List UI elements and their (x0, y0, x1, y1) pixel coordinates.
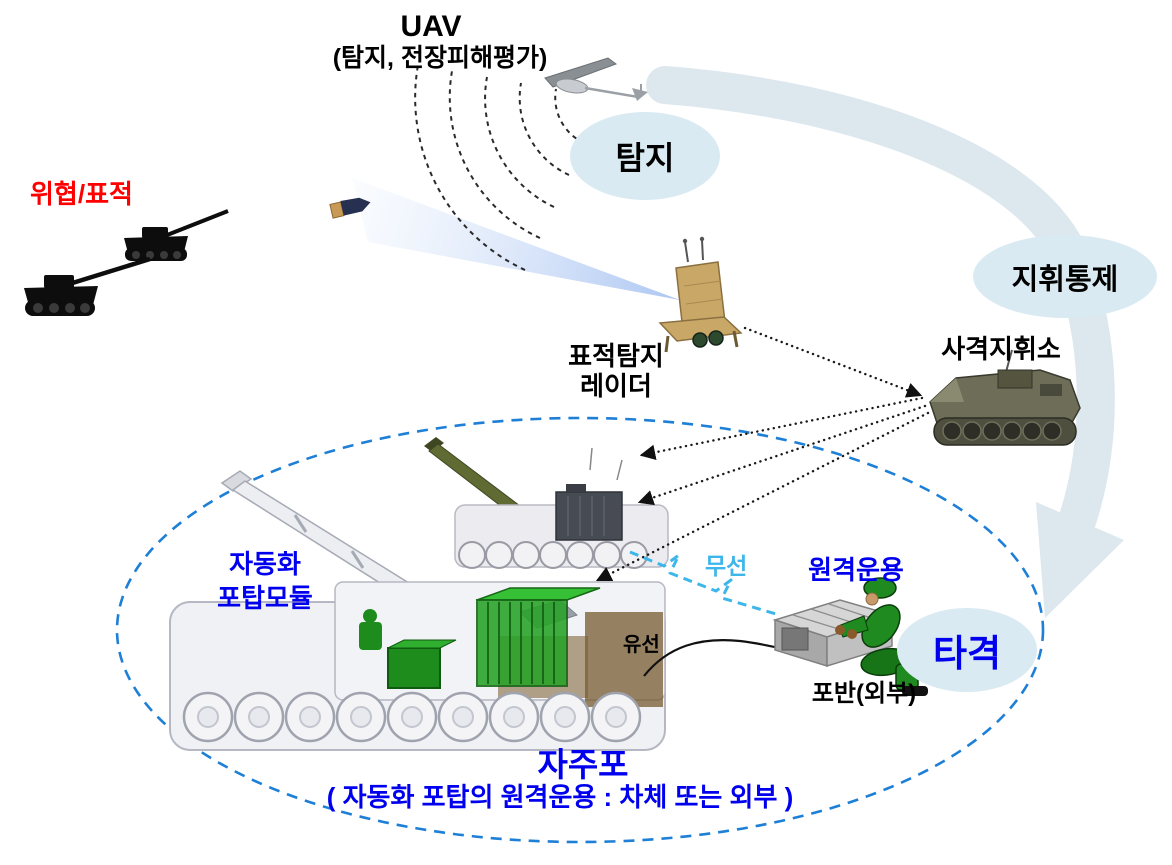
radar-beam (352, 178, 680, 300)
wireless-label: 무선 (705, 553, 748, 579)
threat-label: 위협/표적 (30, 179, 133, 209)
soldier-icon (835, 577, 928, 696)
remote-operation-label: 원격운용 (808, 555, 904, 585)
uav-subtitle: (탐지, 전장피해평가) (332, 44, 548, 72)
command-link-lines (595, 326, 930, 582)
spg-subtitle: ( 자동화 포탑의 원격운용 : 차체 또는 외부 ) (326, 782, 794, 812)
detect-bubble: 탐지 (570, 112, 720, 200)
wired-link-line (643, 639, 782, 677)
wired-label: 유선 (623, 634, 660, 656)
fdc-label: 사격지휘소 (941, 334, 1061, 364)
howitzer-top-icon (424, 437, 669, 569)
howitzer-main-icon (169, 470, 666, 751)
command-control-bubble: 지휘통제 (973, 235, 1157, 318)
radar-label: 표적탐지 레이더 (568, 341, 664, 401)
spg-title: 자주포 (537, 746, 629, 783)
radar-icon (658, 236, 743, 353)
fdc-vehicle-icon (929, 349, 1081, 446)
enemy-tank-icon (24, 256, 151, 316)
uav-sensor-arcs-icon (414, 64, 585, 271)
uav-aircraft-icon (544, 57, 648, 101)
uav-title: UAV (400, 10, 462, 43)
strike-bubble: 타격 (897, 608, 1037, 692)
automated-turret-label: 자동화 포탑모듈 (217, 549, 313, 613)
enemy-tank-icon (124, 209, 229, 261)
gun-crew-label: 포반(외부) (811, 680, 917, 707)
spg-group-boundary (115, 416, 1045, 844)
projectile-icon (329, 197, 371, 219)
